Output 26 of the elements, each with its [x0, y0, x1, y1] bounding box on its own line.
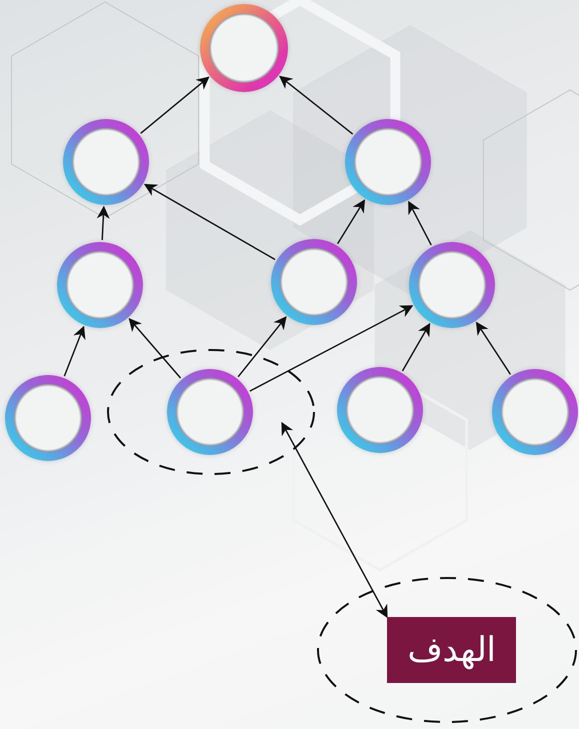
goal-box [387, 617, 516, 683]
goal-label: الهدف [408, 633, 496, 667]
arrow [140, 76, 210, 134]
circle-node [5, 375, 91, 461]
arrow [408, 200, 432, 246]
circle-node [167, 369, 253, 455]
circle-node [345, 119, 431, 205]
arrow [279, 76, 354, 135]
arrow [337, 199, 366, 244]
arrow [250, 305, 414, 392]
circle-node [57, 242, 143, 328]
dashed-ellipse [107, 349, 315, 475]
arrow [402, 322, 430, 372]
circle-node [200, 4, 288, 92]
arrow [128, 318, 182, 378]
arrow [476, 322, 511, 375]
dashed-ellipse [317, 577, 577, 723]
circle-node [337, 367, 423, 453]
arrow [238, 316, 287, 378]
arrow [281, 422, 388, 618]
circle-node [271, 239, 357, 325]
arrow [96, 206, 110, 240]
circle-node [492, 369, 578, 455]
circle-node [409, 242, 495, 328]
arrow [64, 326, 86, 376]
circle-node [63, 119, 149, 205]
